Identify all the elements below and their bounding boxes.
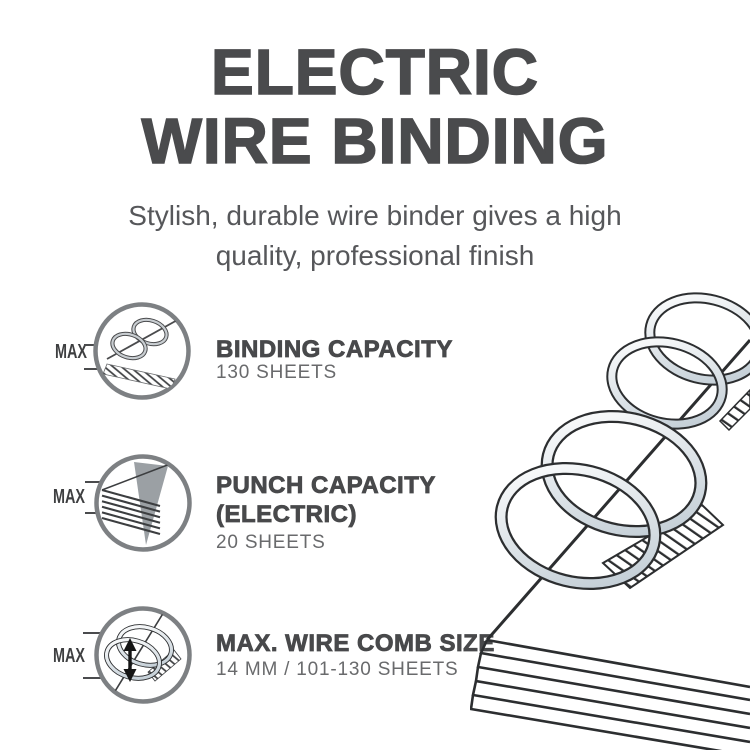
max-label-2: MAX xyxy=(53,486,86,508)
max-tick-bottom-1 xyxy=(84,368,103,370)
page-title-line1: ELECTRIC xyxy=(210,36,539,108)
max-tick-top-3 xyxy=(83,632,101,634)
feature-value-2: 20 SHEETS xyxy=(216,532,326,553)
wire-bound-paper-stack-illustration xyxy=(470,292,750,750)
feature-title-1: BINDING CAPACITY xyxy=(216,336,453,364)
page-subtitle: Stylish, durable wire binder gives a hig… xyxy=(0,196,750,276)
bound-document-corner-icon xyxy=(93,302,191,400)
page-title: ELECTRIC WIRE BINDING xyxy=(0,36,750,177)
feature-title-2: PUNCH CAPACITY xyxy=(216,472,436,500)
page-title-line2: WIRE BINDING xyxy=(141,105,609,177)
max-tick-bottom-3 xyxy=(83,677,103,679)
feature-title-2-line2: (ELECTRIC) xyxy=(216,501,357,529)
feature-value-1: 130 SHEETS xyxy=(216,362,337,383)
punch-through-sheets-icon xyxy=(94,454,192,552)
feature-value-3: 14 MM / 101-130 SHEETS xyxy=(216,659,459,680)
page-subtitle-line2: quality, professional finish xyxy=(215,240,535,271)
max-label-3: MAX xyxy=(53,645,86,667)
page-subtitle-line1: Stylish, durable wire binder gives a hig… xyxy=(128,200,622,231)
max-label-1: MAX xyxy=(55,341,88,363)
feature-title-3: MAX. WIRE COMB SIZE xyxy=(216,630,495,658)
wire-comb-height-icon xyxy=(94,606,192,704)
